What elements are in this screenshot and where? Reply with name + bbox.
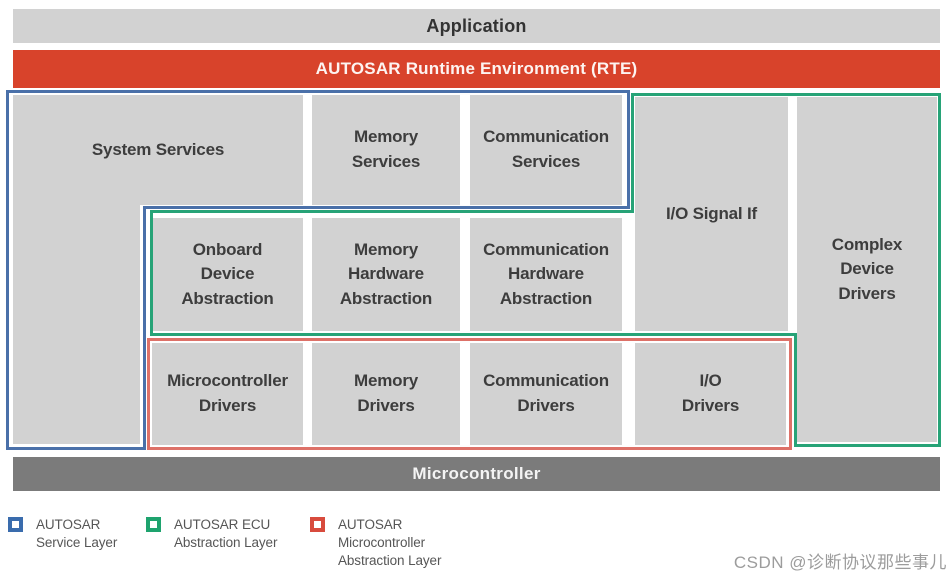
rte-layer-label: AUTOSAR Runtime Environment (RTE) [315, 59, 638, 78]
microcontroller-abstraction-layer-swatch-icon [310, 517, 325, 532]
block-onboard-device-abstraction-label: Onboard Device Abstraction [181, 239, 274, 308]
block-memory-hardware-abstraction-label: Memory Hardware Abstraction [339, 239, 433, 308]
microcontroller-label: Microcontroller [412, 464, 541, 483]
block-microcontroller-drivers: Microcontroller Drivers [152, 343, 303, 445]
legend-item-microcontroller-abstraction-layer: AUTOSAR Microcontroller Abstraction Laye… [310, 516, 441, 570]
legend-item-service-layer: AUTOSAR Service Layer [8, 516, 117, 552]
service-layer-swatch-icon [8, 517, 23, 532]
block-system-services: System Services [13, 95, 303, 205]
block-memory-drivers: Memory Drivers [312, 343, 460, 445]
csdn-watermark: CSDN @诊断协议那些事儿 [733, 553, 947, 572]
block-io-signal-if-label: I/O Signal If [666, 203, 757, 223]
application-layer-bar: Application [13, 9, 940, 43]
block-io-drivers: I/O Drivers [635, 343, 786, 445]
block-memory-services-label: Memory Services [351, 127, 421, 171]
block-io-drivers-label: I/O Drivers [681, 371, 740, 415]
microcontroller-bar: Microcontroller [13, 457, 940, 491]
block-system-services-label: System Services [91, 139, 225, 159]
legend-service-layer-label: AUTOSAR Service Layer [36, 517, 118, 550]
block-complex-device-drivers-label: Complex Device Drivers [831, 234, 903, 303]
block-memory-hardware-abstraction: Memory Hardware Abstraction [312, 218, 460, 331]
legend-item-ecu-abstraction-layer: AUTOSAR ECU Abstraction Layer [146, 516, 277, 552]
block-communication-drivers-label: Communication Drivers [483, 371, 609, 415]
application-layer-label: Application [426, 15, 527, 36]
ecu-abstraction-layer-swatch-icon [146, 517, 161, 532]
block-complex-device-drivers: Complex Device Drivers [797, 97, 937, 442]
block-communication-services-label: Communication Services [483, 127, 609, 171]
legend-ecu-abstraction-layer-label: AUTOSAR ECU Abstraction Layer [174, 517, 278, 550]
block-communication-services: Communication Services [470, 95, 622, 205]
legend-microcontroller-abstraction-layer-label: AUTOSAR Microcontroller Abstraction Laye… [338, 517, 442, 568]
block-communication-hardware-abstraction: Communication Hardware Abstraction [470, 218, 622, 331]
rte-layer-bar: AUTOSAR Runtime Environment (RTE) [13, 50, 940, 88]
block-communication-drivers: Communication Drivers [470, 343, 622, 445]
block-io-signal-if: I/O Signal If [635, 97, 788, 331]
block-memory-services: Memory Services [312, 95, 460, 205]
block-microcontroller-drivers-label: Microcontroller Drivers [167, 371, 288, 415]
block-communication-hardware-abstraction-label: Communication Hardware Abstraction [483, 239, 609, 308]
block-onboard-device-abstraction: Onboard Device Abstraction [152, 218, 303, 331]
block-memory-drivers-label: Memory Drivers [354, 371, 418, 415]
